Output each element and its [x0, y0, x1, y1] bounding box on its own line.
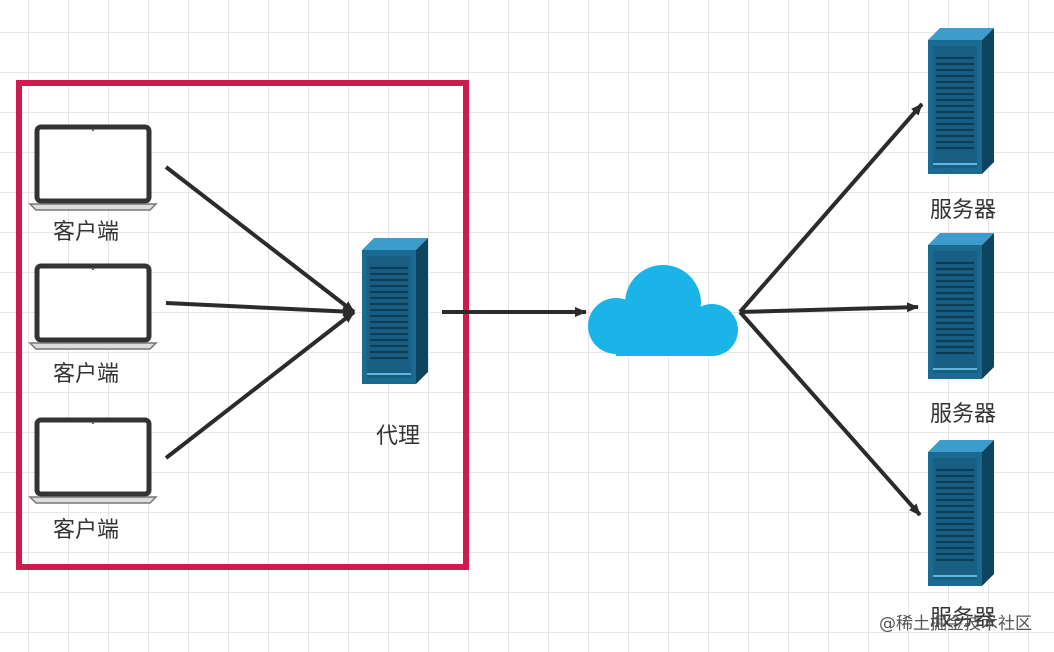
server-label: 服务器 — [929, 198, 997, 223]
client-laptop-icon — [30, 420, 156, 503]
server-label: 服务器 — [929, 606, 997, 631]
server-label: 服务器 — [929, 402, 997, 427]
server-icon — [926, 438, 996, 588]
watermark: @稀土掘金技术社区 — [879, 614, 1032, 634]
cloud-to-server-arrow — [738, 102, 924, 314]
proxy-server-icon — [360, 236, 430, 386]
client-to-proxy-arrow — [165, 301, 355, 317]
server-icon — [926, 26, 996, 176]
client-to-proxy-arrow — [164, 165, 356, 314]
client-laptop-icon — [30, 266, 156, 349]
client-to-proxy-arrow — [164, 310, 356, 460]
proxy-label: 代理 — [375, 424, 421, 449]
client-label: 客户端 — [52, 518, 120, 543]
cloud-to-server-arrow — [739, 302, 919, 314]
client-label: 客户端 — [52, 220, 120, 245]
internet-cloud-icon — [588, 265, 738, 356]
server-icon — [926, 231, 996, 381]
client-label: 客户端 — [52, 362, 120, 387]
client-laptop-icon — [30, 127, 156, 210]
cloud-to-server-arrow — [738, 310, 922, 517]
proxy-group-frame — [16, 80, 469, 570]
